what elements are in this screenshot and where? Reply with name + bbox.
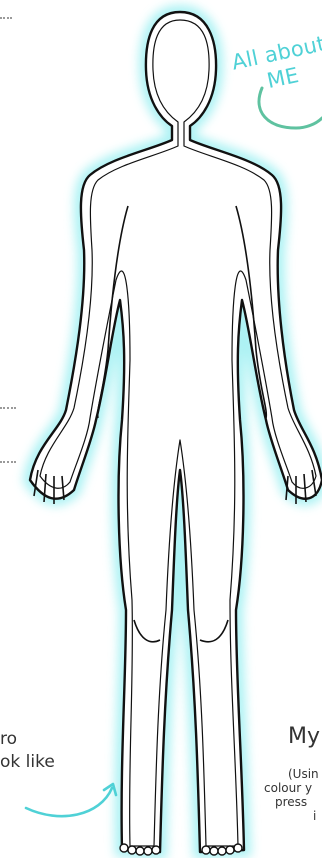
instruction-line: (Usin: [288, 767, 319, 781]
right-caption-heading: My: [288, 724, 320, 749]
left-caption-line: ro: [0, 729, 17, 749]
instruction-line: press: [275, 795, 307, 809]
instruction-line: i: [313, 809, 316, 823]
body-outer-outline: [30, 12, 322, 852]
curved-arrow-icon: [259, 88, 322, 128]
left-caption-line: ok like: [0, 752, 55, 772]
curved-arrow-icon: [26, 788, 112, 816]
instruction-line: colour y: [264, 781, 312, 795]
